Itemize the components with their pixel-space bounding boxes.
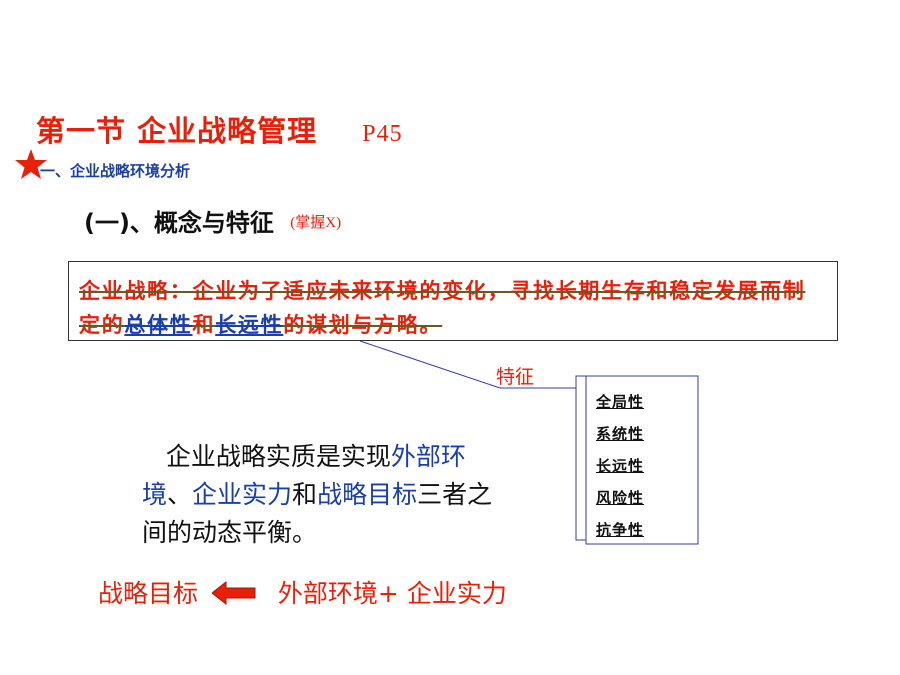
concept-note: (掌握X) <box>290 215 342 231</box>
definition-callout-line <box>359 340 501 389</box>
section-subheading: 一、企业战略环境分析 <box>40 162 191 180</box>
concept-heading: (一)、概念与特征 (掌握X) <box>84 203 341 238</box>
page-reference: P45 <box>362 121 403 147</box>
feature-item: 长远性 <box>596 457 645 475</box>
left-arrow-icon <box>211 581 256 605</box>
slide-title: 第一节 企业战略管理 P45 <box>36 108 403 150</box>
feature-item: 全局性 <box>596 393 645 411</box>
feature-item: 系统性 <box>596 425 645 443</box>
features-label: 特征 <box>496 366 535 388</box>
essence-external-environment: 外部环境 <box>142 442 466 509</box>
formula-line: 战略目标 外部环境+ 企业实力 <box>98 574 507 610</box>
definition-term-longterm: 长远性 <box>215 313 284 337</box>
title-text: 第一节 企业战略管理 <box>36 114 318 148</box>
definition-part1: 企业战略：企业为了适应未来环境的变化，寻找长期生存和稳定发展而制定的 <box>79 279 806 337</box>
definition-box: 企业战略：企业为了适应未来环境的变化，寻找长期生存和稳定发展而制定的总体性和长远… <box>68 261 838 341</box>
formula-right: 外部环境+ 企业实力 <box>277 579 507 608</box>
formula-left: 战略目标 <box>98 579 199 608</box>
essence-part1: 企业战略实质是实现 <box>165 442 391 471</box>
features-left-bracket <box>575 375 586 541</box>
star-icon <box>15 149 47 179</box>
definition-connector: 和 <box>192 313 216 337</box>
essence-part2: 三者之间的动态平衡。 <box>142 480 493 547</box>
feature-item: 风险性 <box>596 489 645 507</box>
essence-sep2: 和 <box>292 480 318 509</box>
feature-item: 抗争性 <box>596 521 645 539</box>
essence-sep1: 、 <box>167 480 193 509</box>
features-list: 全局性 系统性 长远性 风险性 抗争性 <box>596 390 644 550</box>
definition-part2: 的谋划与方略。 <box>283 313 443 337</box>
essence-paragraph: 企业战略实质是实现外部环境、企业实力和战略目标三者之间的动态平衡。 <box>142 438 502 552</box>
definition-term-overall: 总体性 <box>124 313 193 337</box>
essence-enterprise-strength: 企业实力 <box>192 480 293 509</box>
essence-strategic-goal: 战略目标 <box>317 480 418 509</box>
concept-heading-text: (一)、概念与特征 <box>84 209 274 237</box>
features-box <box>585 375 699 545</box>
